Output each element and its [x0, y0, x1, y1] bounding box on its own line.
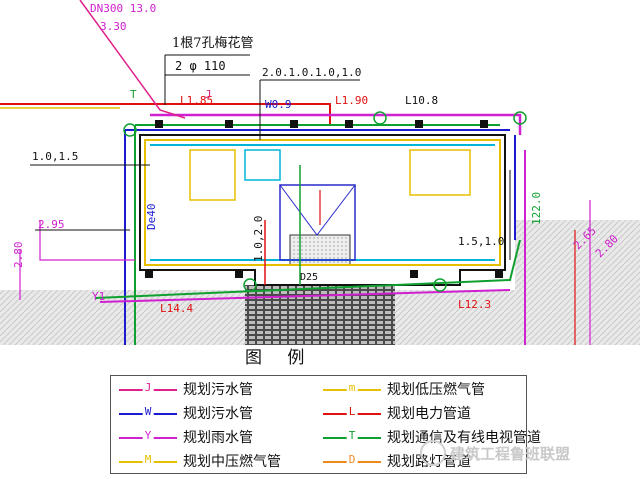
watermark-text: 建筑工程鲁班联盟 [450, 444, 571, 463]
wechat-icon [420, 440, 446, 466]
legend-code: D [346, 452, 358, 468]
legend-line-symbol: Y [119, 428, 177, 445]
legend-code: L [346, 404, 358, 420]
legend-line-symbol: J [119, 380, 177, 397]
pipe-electric-L [0, 103, 331, 125]
label-1220: 122.0 [530, 192, 543, 225]
label-280: 2.80 [12, 242, 25, 269]
legend-item: m 规划低压燃气管 [323, 378, 485, 400]
label-1020: 1.0,2.0 [252, 216, 265, 262]
manholes [145, 120, 503, 278]
legend-line-symbol: W [119, 404, 177, 421]
legend-item: Y 规划雨水管 [119, 426, 253, 448]
pipe-sewage-J [79, 0, 186, 119]
pipe-telecom-T [134, 124, 500, 345]
legend-label: 规划污水管 [183, 382, 253, 398]
label-t: T [130, 88, 137, 101]
label-de40: De40 [145, 204, 158, 231]
label-d25: D25 [300, 272, 318, 283]
label-dn300: DN300 13.0 [90, 2, 156, 15]
label-pipe-dim: 2 φ 110 [175, 59, 226, 73]
legend-code: Y [142, 428, 154, 444]
legend-label: 规划雨水管 [183, 430, 253, 446]
watermark: 建筑工程鲁班联盟 [420, 440, 570, 466]
legend-line-symbol: D [323, 452, 381, 469]
legend-code: J [142, 380, 154, 396]
label-l123: L12.3 [458, 298, 491, 311]
legend-line-symbol: L [323, 404, 381, 421]
legend-item: W 规划污水管 [119, 402, 253, 424]
legend-line-symbol: m [323, 380, 381, 397]
road-area-right [515, 220, 640, 345]
building-outline [139, 134, 506, 286]
pipe-sewage-W [124, 129, 510, 345]
label-l190: L1.90 [335, 94, 368, 107]
label-295: 2.95 [38, 218, 65, 231]
legend-code: m [346, 380, 358, 396]
pipe-rain-Y [150, 113, 522, 135]
label-j: J [205, 88, 212, 101]
legend-label: 规划低压燃气管 [387, 382, 485, 398]
legend-item: L 规划电力管道 [323, 402, 471, 424]
site-pipeline-plan: DN300 13.0 3.30 1根7孔梅花管 2 φ 110 2.0.1.0.… [0, 0, 640, 345]
label-left-offsets: 1.0,1.5 [32, 150, 78, 163]
label-w09: W0.9 [265, 98, 292, 111]
legend-code: T [346, 428, 358, 444]
legend-item: M 规划中压燃气管 [119, 450, 281, 472]
label-y1: Y1 [92, 290, 105, 303]
label-offsets: 2.0.1.0.1.0,1.0 [262, 66, 361, 79]
legend-label: 规划污水管 [183, 406, 253, 422]
legend-line-symbol: T [323, 428, 381, 445]
legend-code: W [142, 404, 154, 420]
label-pipe-note: 1根7孔梅花管 [172, 35, 254, 51]
label-1510: 1.5,1.0 [458, 235, 504, 248]
label-l185: L1.85 [180, 94, 213, 107]
legend-line-symbol: M [119, 452, 177, 469]
legend-title: 图 例 [245, 348, 315, 368]
label-l144: L14.4 [160, 302, 193, 315]
label-l108: L10.8 [405, 94, 438, 107]
legend-label: 规划中压燃气管 [183, 454, 281, 470]
legend-item: J 规划污水管 [119, 378, 253, 400]
legend-code: M [142, 452, 154, 468]
legend-label: 规划电力管道 [387, 406, 471, 422]
label-330: 3.30 [100, 20, 127, 33]
